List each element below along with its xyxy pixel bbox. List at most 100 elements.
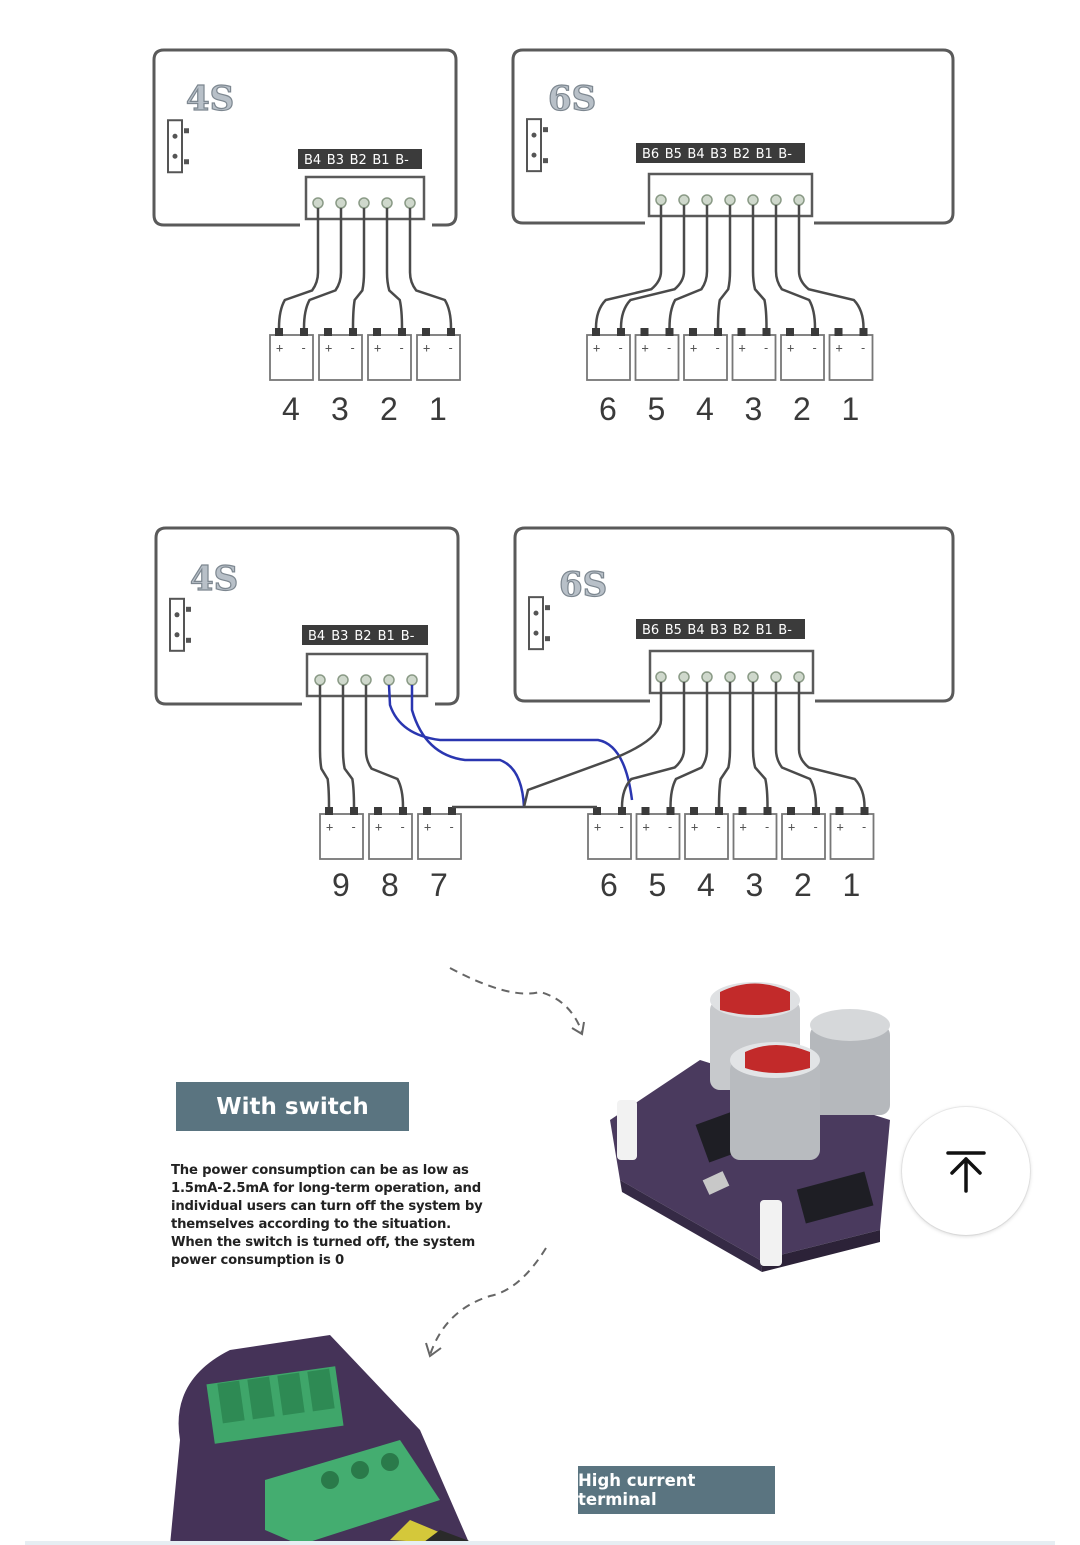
bottom-left-cell-minus-post [350, 807, 358, 815]
bottom-4s-board-switch-pin [186, 606, 191, 612]
top-6s-board-switch-dot [531, 132, 537, 138]
bottom-left-cell-minus: - [350, 820, 357, 834]
with-switch-label: With switch [176, 1082, 409, 1131]
top-6s-cell-minus-post [811, 328, 819, 336]
bottom-4s-board-switch-pin [186, 637, 191, 643]
top-4s-pin-label: B3 [327, 153, 344, 168]
bottom-4s-pin-hole [337, 674, 349, 686]
top-6s-cell-minus: - [811, 341, 818, 355]
bottom-4s-pin-hole [360, 674, 372, 686]
bottom-left-cell-number: 9 [332, 867, 350, 903]
bottom-right-cell-plus-post [641, 807, 650, 815]
bottom-left-cell-number: 7 [430, 867, 448, 903]
top-6s-wire [619, 205, 686, 329]
bottom-4s-pin-hole [383, 674, 395, 686]
bottom-6s-pin-hole [678, 671, 690, 683]
top-6s-pin-hole [747, 194, 759, 206]
top-6s-cell [828, 334, 874, 381]
switch-description: The power consumption can be as low as 1… [171, 1163, 483, 1268]
top-6s-cell-minus: - [714, 341, 721, 355]
bottom-right-cell-number: 3 [746, 867, 764, 903]
bottom-6s-pin-hole [747, 671, 759, 683]
bottom-6s-board-switch-pin [545, 605, 550, 611]
top-4s-pin-hole [358, 197, 370, 209]
bottom-6s-pin-label: B6 [642, 623, 659, 638]
bottom-right-cell-plus: + [740, 820, 747, 834]
top-4s-cell-number: 4 [282, 391, 300, 427]
bottom-right-cell-minus-post [763, 807, 772, 815]
top-6s-cell-plus: + [739, 341, 746, 355]
bottom-left-cell-plus: + [424, 820, 431, 834]
bottom-right-cell-minus-post [715, 807, 723, 815]
bottom-right-cell-plus: + [837, 820, 844, 834]
top-6s-cell-plus-post [592, 328, 600, 336]
bottom-4s-pin-strip [302, 625, 428, 645]
top-6s-board-switch-pin [543, 127, 548, 133]
back-to-top-button[interactable] [902, 1107, 1030, 1235]
top-6s-pin-label: B4 [687, 147, 704, 162]
bottom-6s-wire [669, 682, 709, 808]
bottom-right-cell-minus-post [666, 807, 675, 815]
top-6s-cell-minus: - [860, 341, 867, 355]
bottom-right-cell [684, 813, 729, 860]
top-4s-cell [367, 334, 412, 381]
top-6s-cell-plus-post [640, 328, 649, 336]
bottom-4s-pin-label: B4 [308, 629, 325, 644]
bottom-left-cell-plus-post [325, 807, 333, 815]
top-4s-cell-number: 3 [331, 391, 349, 427]
bottom-4s-board-switch-dot [174, 632, 180, 638]
top-4s-cell-minus-post [300, 328, 308, 336]
bottom-6s-board-title: 6S [559, 565, 607, 605]
bottom-left-cell-minus: - [448, 820, 455, 834]
top-6s-wire [716, 205, 732, 329]
top-4s-cell-minus: - [300, 341, 307, 355]
bottom-right-cell-number: 1 [843, 867, 861, 903]
top-4s-pin-hole [312, 197, 324, 209]
top-6s-board-switch-dot [531, 152, 537, 158]
top-6s-cell-minus-post [665, 328, 674, 336]
bottom-left-cell-plus: + [375, 820, 382, 834]
top-6s-wire [797, 205, 865, 329]
bottom-4s-pin-label: B2 [354, 629, 371, 644]
top-4s-cell-plus: + [276, 341, 283, 355]
bottom-left-cell [417, 813, 462, 860]
bottom-6s-board-switch-pin [545, 636, 550, 642]
top-4s-cell-plus: + [423, 341, 430, 355]
top-6s-cell-minus-post [762, 328, 771, 336]
top-4s-board-switch-pin [184, 159, 189, 165]
bottom-6s-pin-hole [724, 671, 736, 683]
top-6s-pin-hole [678, 194, 690, 206]
pcb-switch-photo [610, 982, 890, 1272]
top-4s-cell [269, 334, 314, 381]
bottom-left-cell-plus-post [374, 807, 382, 815]
bottom-right-cell [829, 813, 875, 860]
top-6s-pin-label: B1 [756, 147, 773, 162]
top-4s-cell-minus: - [398, 341, 405, 355]
top-6s-board-outline [511, 48, 955, 225]
top-6s-board-switch-pin [543, 158, 548, 164]
top-6s-cell-number: 5 [648, 391, 666, 427]
bottom-6s-pin-label: B4 [687, 623, 704, 638]
top-6s-cell-plus-post [834, 328, 843, 336]
top-4s-board-switch-pin [184, 128, 189, 134]
bottom-right-cell-minus: - [618, 820, 625, 834]
bottom-4s-pin-label: B1 [378, 629, 395, 644]
top-6s-board-switch-icon [526, 118, 542, 173]
bottom-right-cell-plus-post [787, 807, 795, 815]
top-6s-wire [668, 205, 709, 329]
top-4s-cell [416, 334, 461, 381]
top-4s-pin-hole [381, 197, 393, 209]
bottom-right-cell-number: 4 [697, 867, 715, 903]
bottom-4s-board-switch-icon [169, 597, 185, 652]
bottom-6s-board-outline [513, 526, 955, 703]
top-6s-cell [586, 334, 631, 381]
bottom-right-cell-plus: + [594, 820, 601, 834]
bottom-right-cell [635, 813, 681, 860]
bottom-4s-pin-hole [406, 674, 418, 686]
bottom-6s-pin-label: B1 [756, 623, 773, 638]
bottom-6s-wire [717, 682, 732, 808]
bottom-6s-wire [751, 682, 769, 808]
bottom-right-cell-plus: + [788, 820, 795, 834]
top-4s-cell-minus: - [349, 341, 356, 355]
